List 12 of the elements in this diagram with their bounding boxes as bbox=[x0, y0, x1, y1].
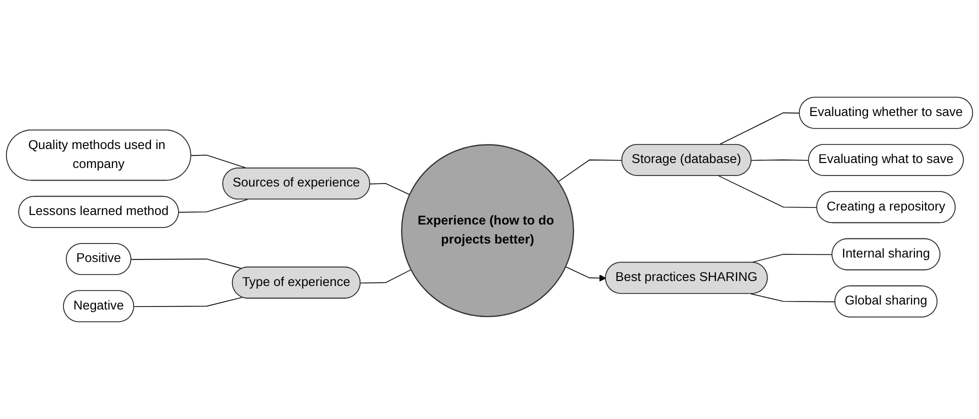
node-circle: Experience (how to do projects better) bbox=[401, 144, 574, 318]
connector bbox=[360, 269, 412, 284]
connector bbox=[558, 160, 623, 182]
connector bbox=[130, 258, 243, 270]
connector bbox=[134, 296, 243, 307]
connector bbox=[370, 183, 410, 195]
arrow bbox=[565, 266, 606, 282]
connector bbox=[751, 160, 810, 161]
connector bbox=[750, 293, 836, 302]
connector bbox=[178, 199, 248, 213]
connector bbox=[718, 176, 818, 208]
connector bbox=[718, 112, 800, 146]
